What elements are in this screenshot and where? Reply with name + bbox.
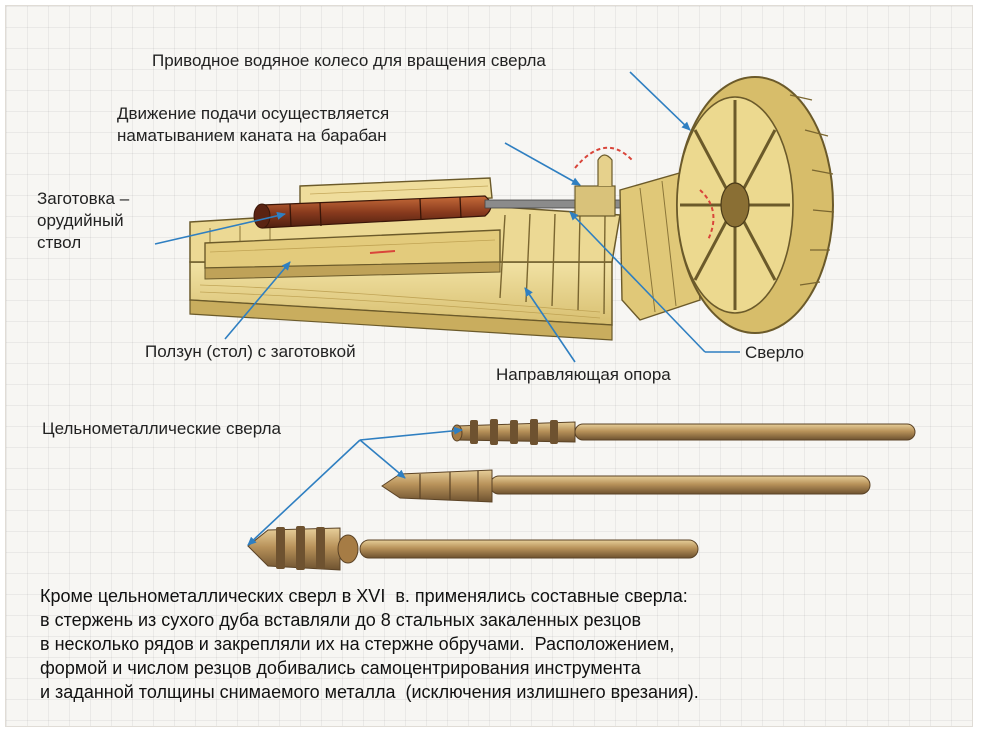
machine-bed [189,177,621,341]
caption-text: Кроме цельнометаллических сверл в XVI в.… [40,586,699,702]
rotation-arrows [574,146,715,241]
solid-drill-2 [381,469,871,503]
solid-drill-1 [451,419,916,445]
label-workpiece: Заготовка – орудийный ствол [37,189,130,252]
label-solid-drills: Цельнометаллические сверла [42,419,282,438]
solid-drill-3 [247,526,699,571]
label-guide: Направляющая опора [496,365,671,384]
label-water-wheel: Приводное водяное колесо для вращения св… [152,51,546,70]
feed-direction-arrow [369,250,396,254]
label-drill: Сверло [745,343,805,362]
label-feed-motion: Движение подачи осуществляется наматыван… [117,104,390,145]
label-slider: Ползун (стол) с заготовкой [145,342,356,361]
water-wheel [676,76,835,334]
leader-lines [154,71,740,546]
